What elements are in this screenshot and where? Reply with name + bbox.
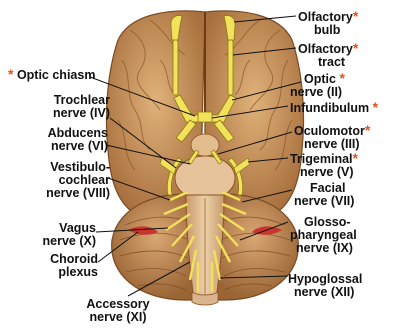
marker-asterisk: * — [8, 66, 13, 82]
label-glossopharyngeal: Glosso- pharyngeal nerve (IX) — [290, 216, 357, 255]
marker-asterisk: * — [353, 40, 358, 56]
label-trochlear: Trochlear nerve (IV) — [40, 94, 110, 120]
label-olfactory-bulb: Olfactory* bulb — [298, 10, 358, 37]
marker-asterisk: * — [339, 70, 344, 86]
marker-asterisk: * — [353, 150, 358, 166]
label-facial: Facial nerve (VII) — [294, 182, 354, 208]
marker-asterisk: * — [373, 99, 378, 115]
label-hypoglossal: Hypoglossal nerve (XII) — [288, 273, 362, 299]
label-vagus: Vagus nerve (X) — [40, 222, 96, 248]
label-accessory: Accessory nerve (XI) — [78, 298, 158, 324]
label-optic-chiasm: * Optic chiasm — [8, 68, 95, 82]
marker-asterisk: * — [353, 8, 358, 24]
marker-asterisk: * — [365, 122, 370, 138]
label-optic-nerve: Optic * nerve (II) — [290, 72, 345, 99]
label-choroid-plexus: Choroid plexus — [38, 253, 98, 279]
label-abducens: Abducens nerve (VI) — [38, 127, 108, 153]
label-vestibulocochlear: Vestibulo- cochlear nerve (VIII) — [30, 161, 110, 200]
label-infundibulum: Infundibulum * — [290, 101, 378, 115]
label-olfactory-tract: Olfactory* tract — [298, 42, 358, 69]
label-oculomotor: Oculomotor* nerve (III) — [294, 124, 370, 151]
label-trigeminal: Trigeminal* nerve (V) — [290, 152, 358, 179]
